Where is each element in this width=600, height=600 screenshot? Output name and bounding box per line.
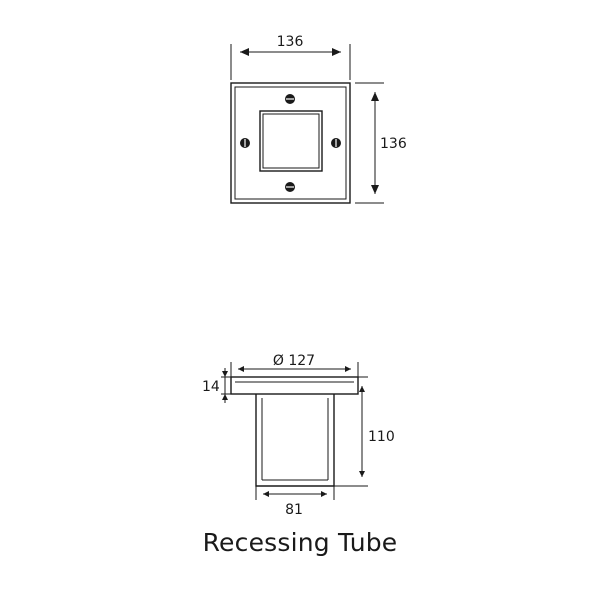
bottom-width-dimension: 81 xyxy=(255,486,335,518)
screw-icon xyxy=(240,138,250,148)
top-view: 136 136 xyxy=(230,34,407,204)
width-dimension: 136 xyxy=(230,34,351,80)
screw-icon xyxy=(285,94,295,104)
diameter-dimension: Ø 127 xyxy=(230,353,359,377)
window-opening xyxy=(259,110,323,172)
overall-height-dimension: 110 xyxy=(334,376,395,487)
height-label: 136 xyxy=(380,136,407,152)
diameter-label: Ø 127 xyxy=(273,353,315,369)
flange-dimension: 14 xyxy=(202,368,231,403)
window-inner xyxy=(262,113,320,169)
height-dimension: 136 xyxy=(355,82,407,204)
width-label: 136 xyxy=(277,34,304,50)
screw-icon xyxy=(285,182,295,192)
inner-frame xyxy=(234,86,347,200)
screw-icon xyxy=(331,138,341,148)
caption-title: Recessing Tube xyxy=(202,528,398,557)
bottom-width-label: 81 xyxy=(285,502,303,518)
side-view: Ø 127 14 110 81 xyxy=(202,353,395,518)
flange-label: 14 xyxy=(202,379,220,395)
tube-body xyxy=(255,394,335,487)
flange xyxy=(230,376,359,395)
overall-height-label: 110 xyxy=(368,429,395,445)
outer-frame xyxy=(230,82,351,204)
